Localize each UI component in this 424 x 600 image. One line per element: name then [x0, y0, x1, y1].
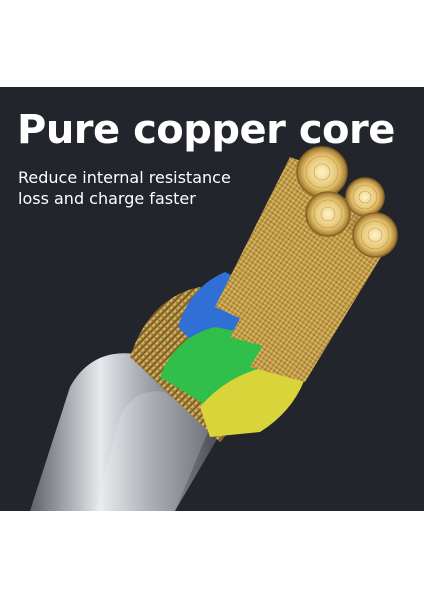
product-image-panel: Pure copper core Reduce internal resista… [0, 87, 424, 511]
strand-ends [296, 146, 398, 258]
cable-illustration [30, 146, 398, 511]
subtext-line-2: loss and charge faster [18, 189, 196, 208]
subtext-line-1: Reduce internal resistance [18, 168, 231, 187]
subtext: Reduce internal resistance loss and char… [18, 167, 248, 209]
headline: Pure copper core [17, 107, 395, 153]
